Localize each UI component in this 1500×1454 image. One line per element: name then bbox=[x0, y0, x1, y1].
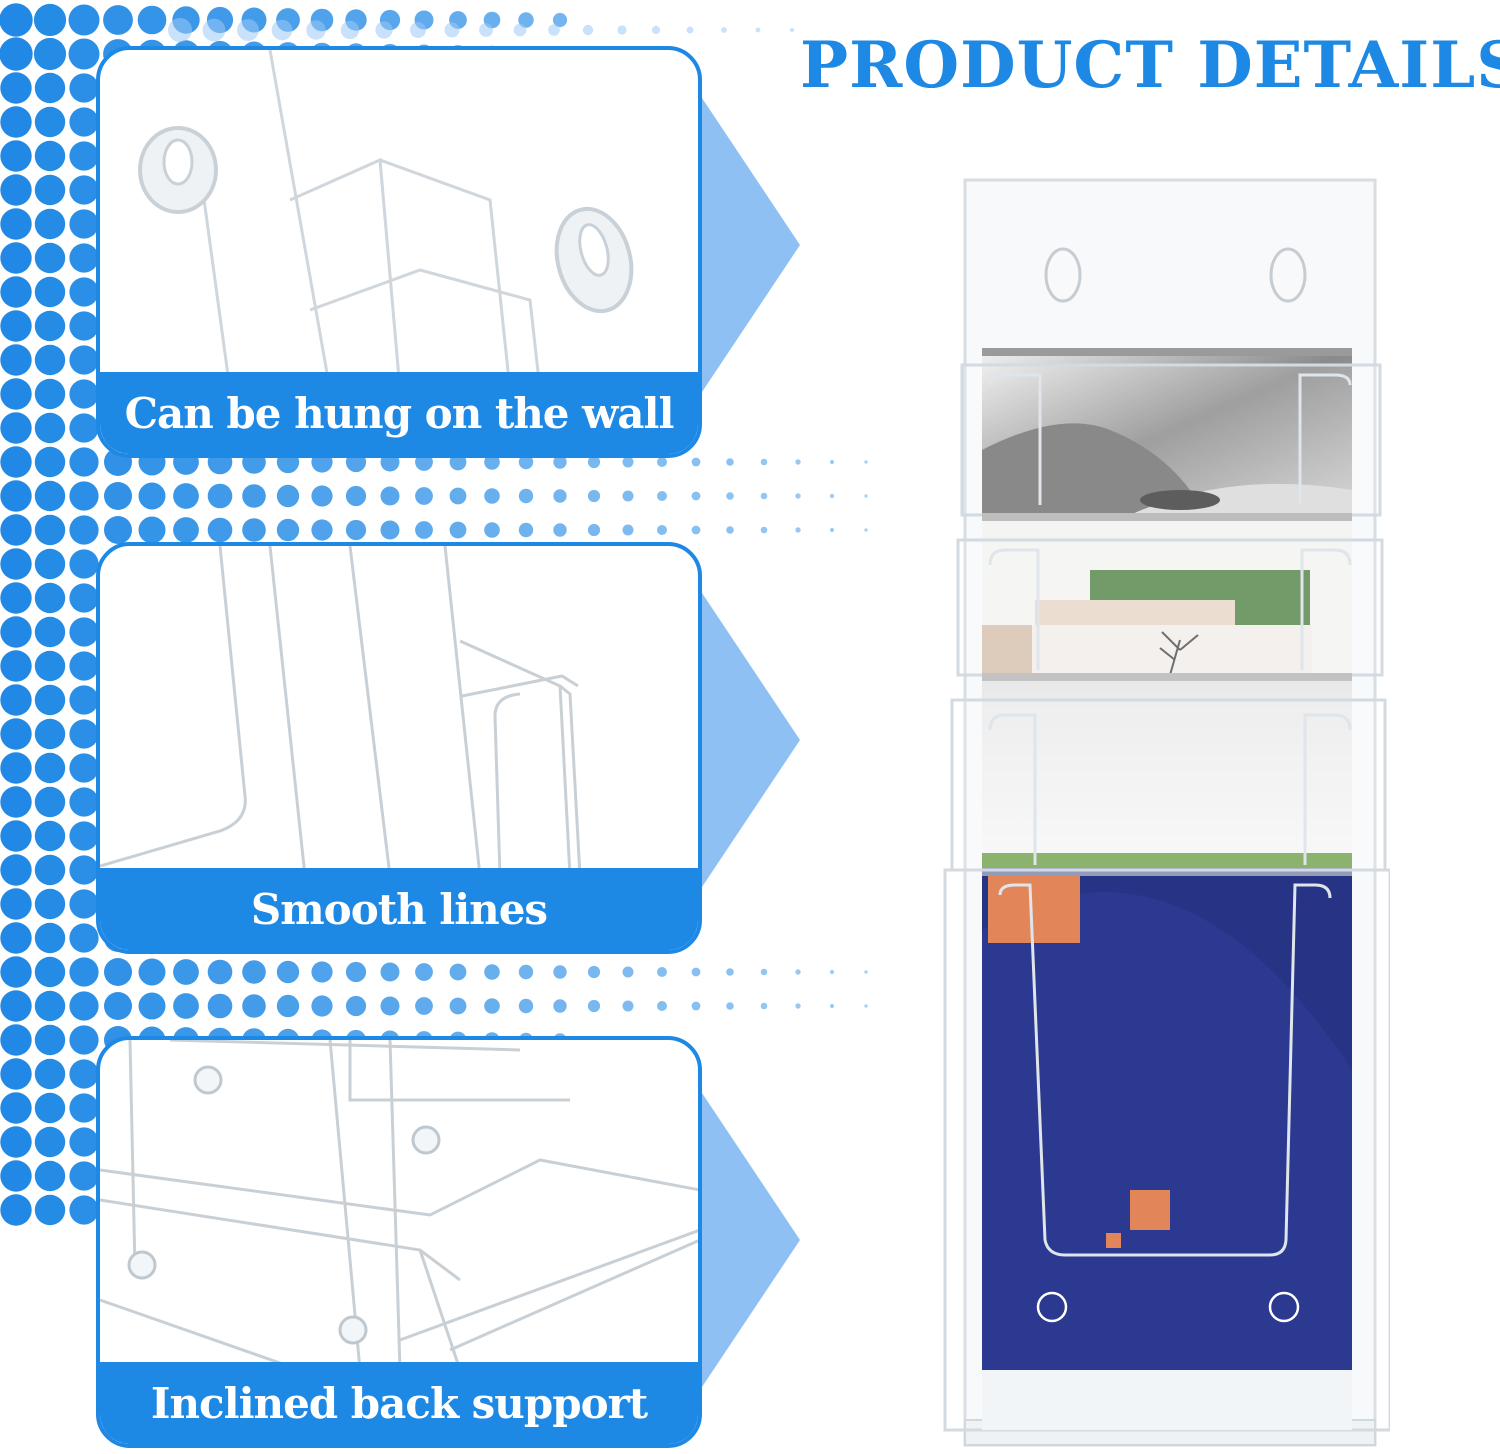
feature-card-back-support: Inclined back support bbox=[96, 1036, 702, 1448]
feature-label-2: Smooth lines bbox=[250, 884, 548, 934]
feature-banner-3: Inclined back support bbox=[100, 1362, 698, 1444]
arrow-3 bbox=[700, 1090, 800, 1390]
arrow-1 bbox=[700, 95, 800, 395]
feature-banner-1: Can be hung on the wall bbox=[100, 372, 698, 454]
feature-label-1: Can be hung on the wall bbox=[124, 388, 675, 438]
feature-card-wall-mount: Can be hung on the wall bbox=[96, 46, 702, 458]
wall-mount-icon bbox=[138, 50, 634, 390]
smooth-edge-icon bbox=[100, 546, 582, 876]
feature-label-3: Inclined back support bbox=[150, 1378, 648, 1428]
brochure-holder-product-image bbox=[943, 178, 1390, 1447]
back-support-icon bbox=[100, 1040, 698, 1370]
arrow-2 bbox=[700, 590, 800, 890]
page-title: PRODUCT DETAILS bbox=[800, 28, 1500, 103]
feature-banner-2: Smooth lines bbox=[100, 868, 698, 950]
feature-card-smooth-lines: Smooth lines bbox=[96, 542, 702, 954]
